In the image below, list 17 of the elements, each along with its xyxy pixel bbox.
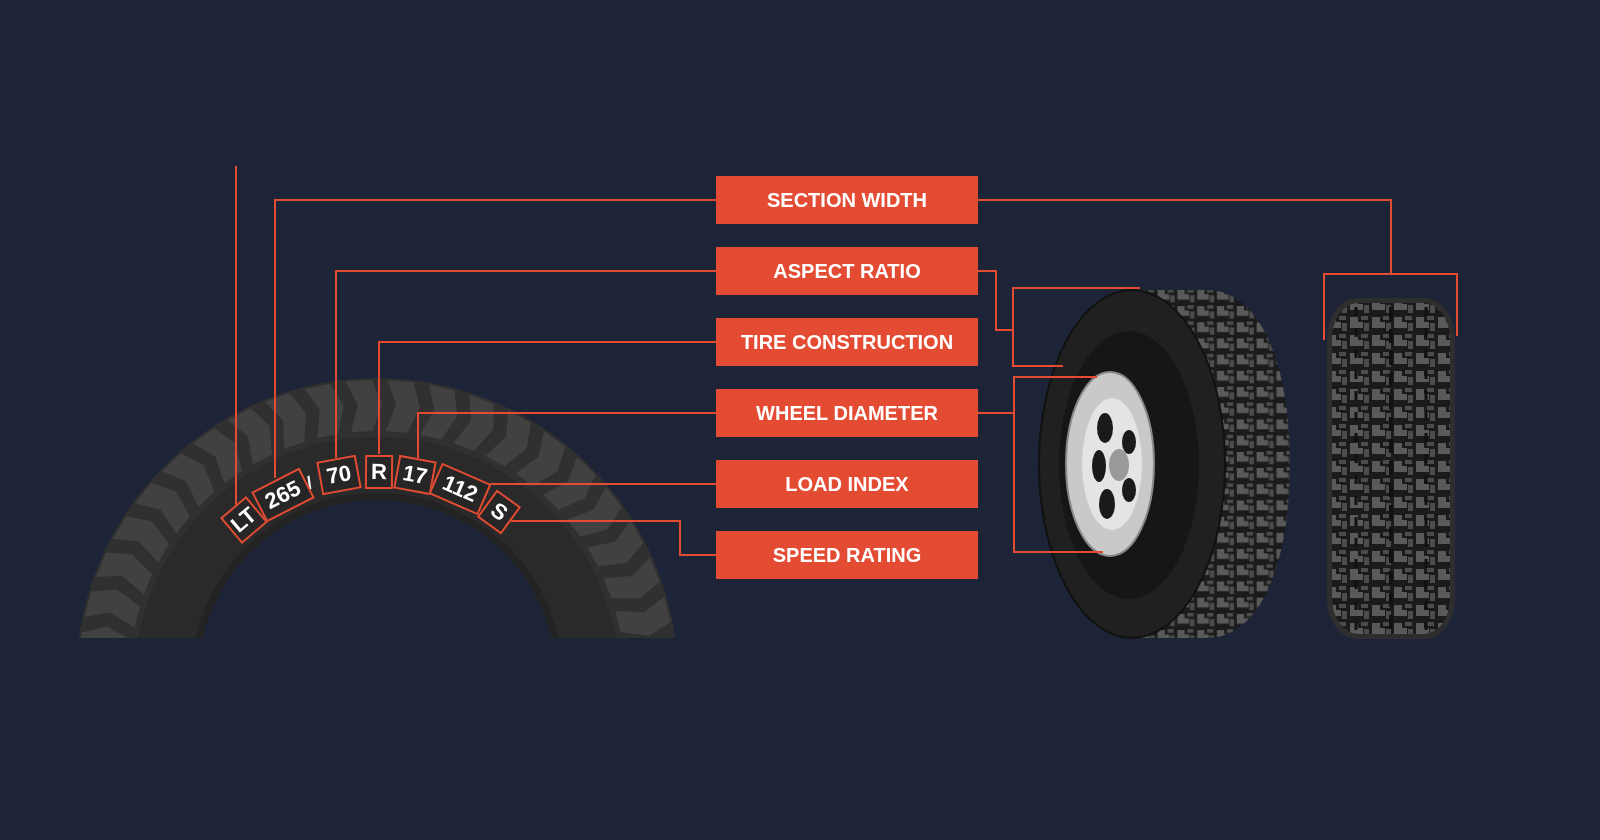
callout-label: ASPECT RATIO	[716, 247, 978, 295]
tire-tread-drawing	[1326, 297, 1456, 640]
slash-separator: /	[303, 471, 316, 495]
callout-label: SECTION WIDTH	[716, 176, 978, 224]
tire-drawing	[1037, 288, 1292, 640]
leader-line	[977, 270, 1141, 367]
leader-line	[378, 341, 717, 455]
leader-line	[977, 376, 1104, 553]
callout-label: WHEEL DIAMETER	[716, 389, 978, 437]
wheel-drawing	[1065, 370, 1155, 558]
callout-label: SPEED RATING	[716, 531, 978, 579]
callout-label: LOAD INDEX	[716, 460, 978, 508]
leader-line	[274, 199, 717, 479]
tire-code-badge: R	[364, 454, 393, 490]
leader-line	[977, 199, 1458, 341]
callout-label: TIRE CONSTRUCTION	[716, 318, 978, 366]
leader-line	[510, 520, 717, 556]
